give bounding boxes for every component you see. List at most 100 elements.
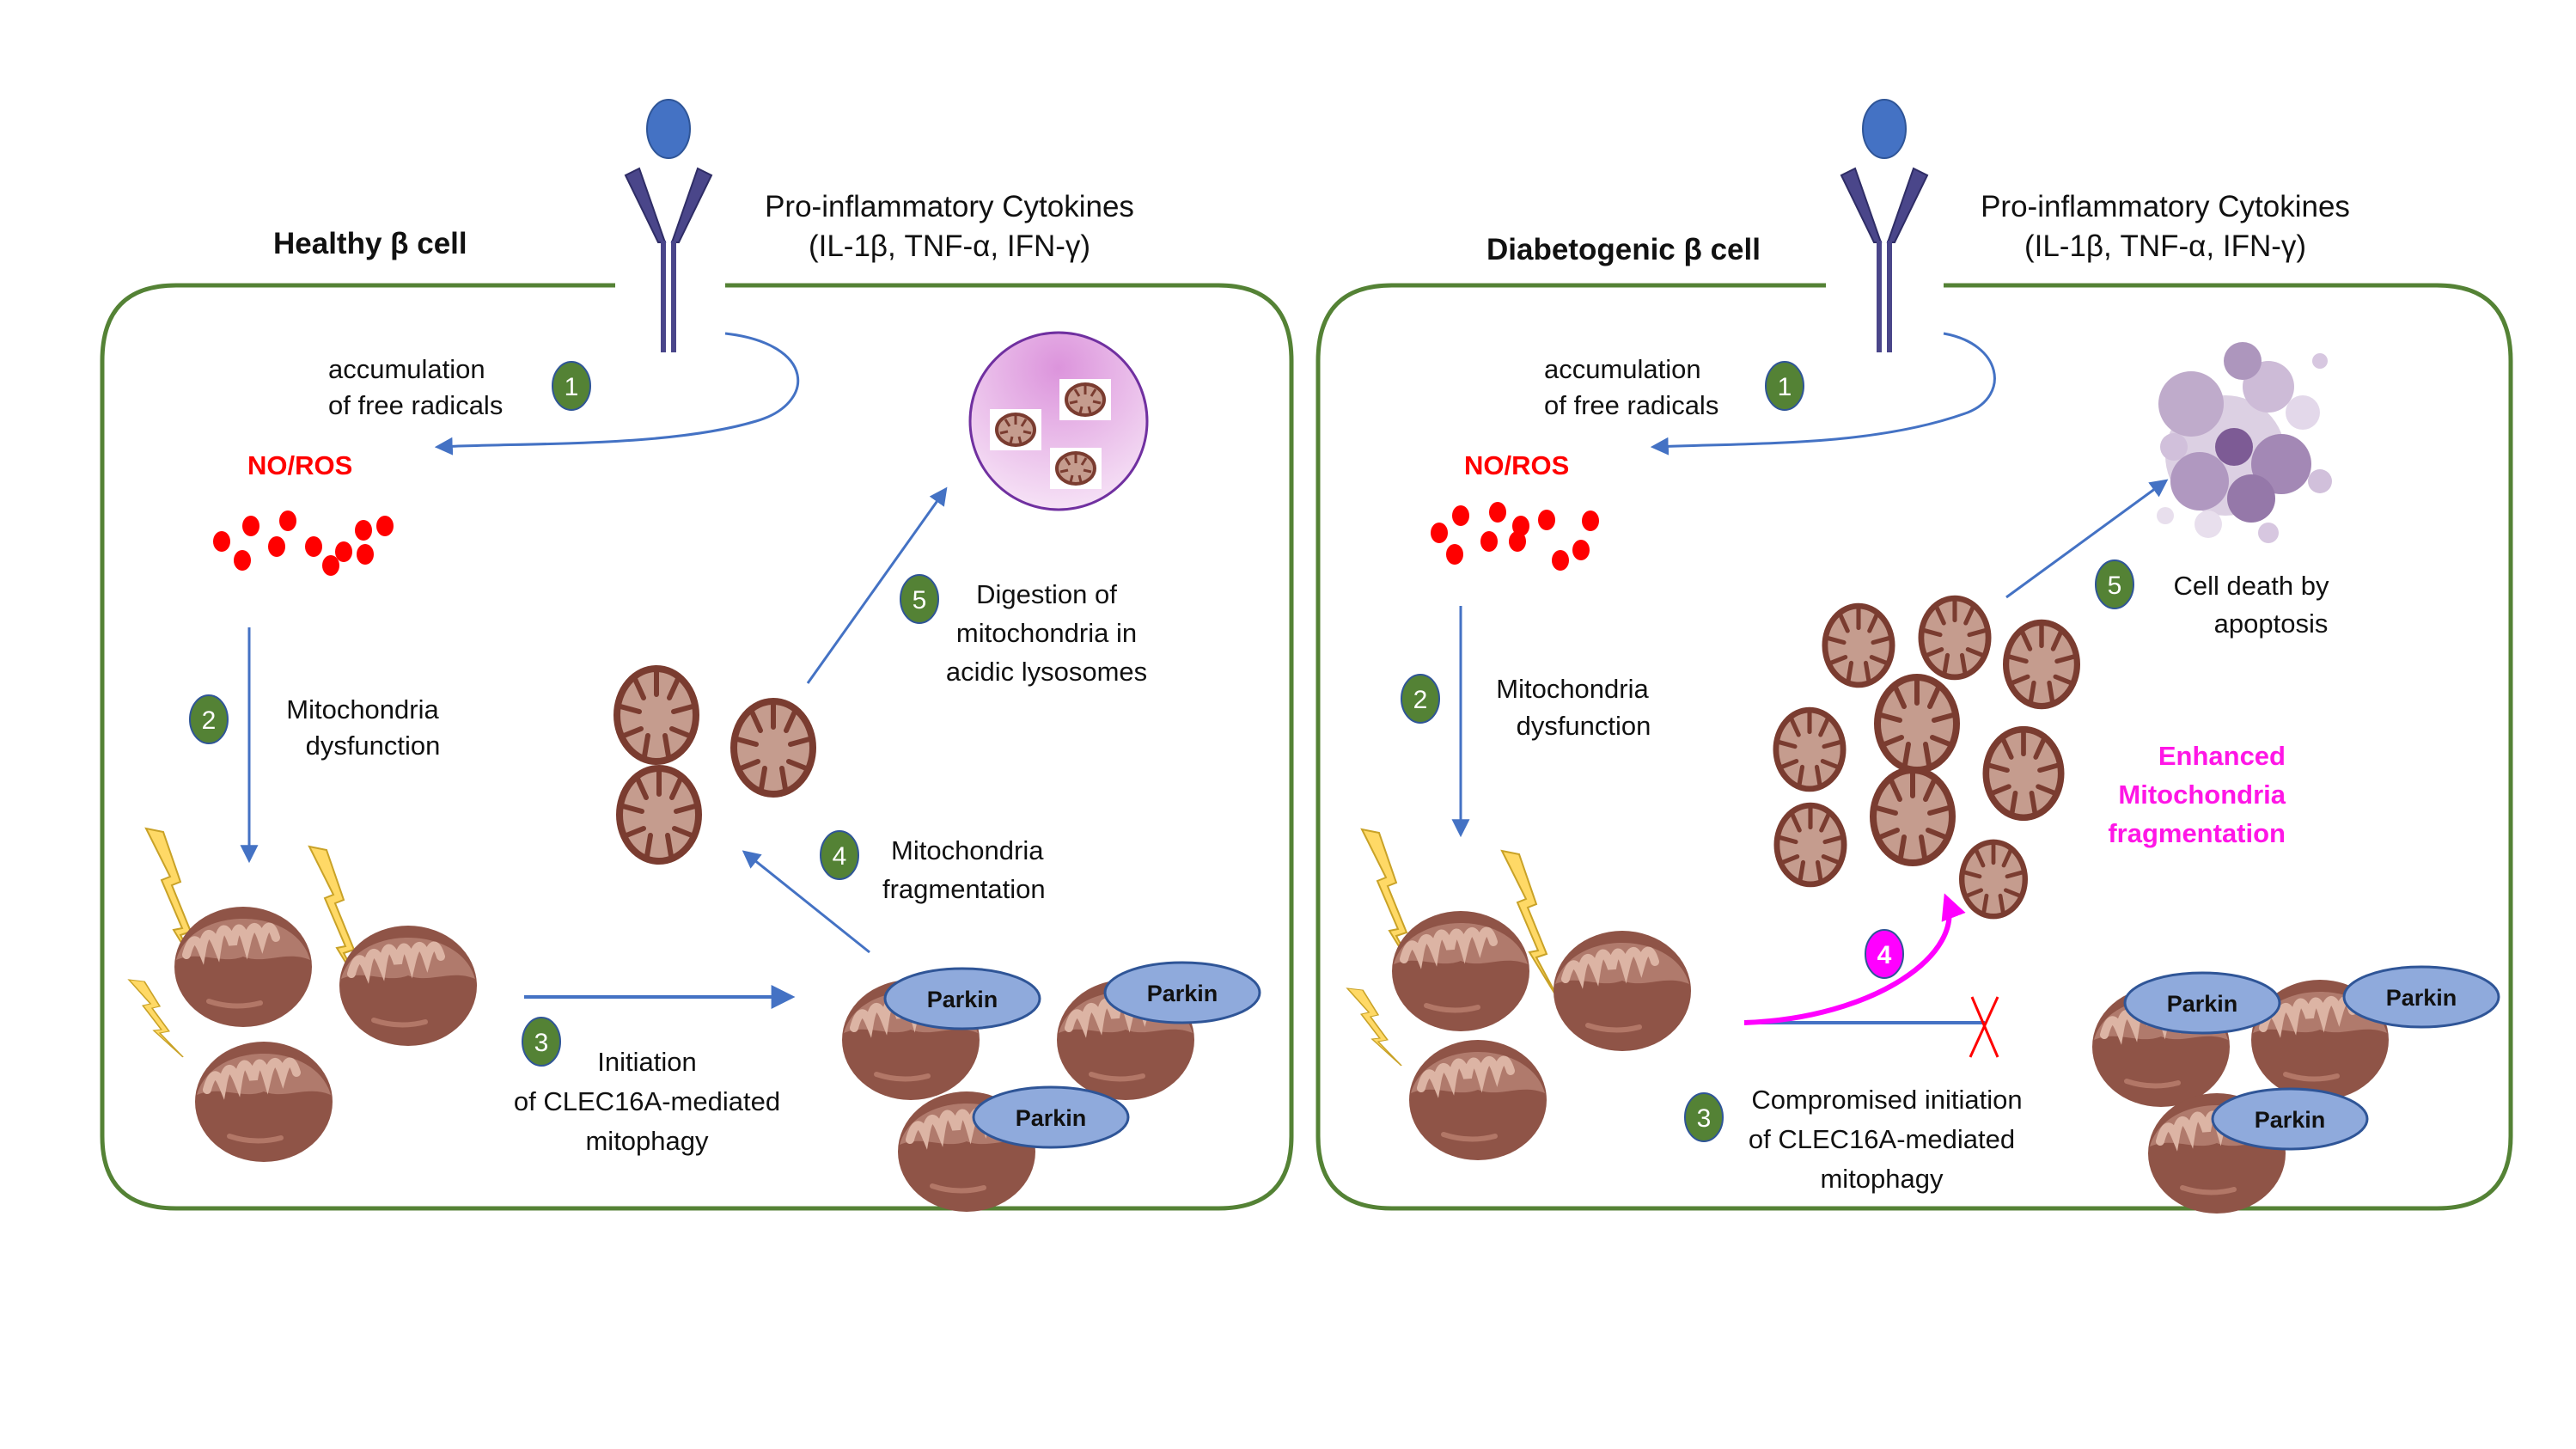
cytokines-list: (IL-1β, TNF-α, IFN-γ) [809, 229, 1090, 263]
arrow-step-5 [2005, 479, 2169, 599]
svg-text:Parkin: Parkin [2386, 985, 2457, 1011]
mitochondrion-damaged [195, 1042, 333, 1162]
step-5-badge: 5 [900, 574, 939, 624]
parkin-protein: Parkin [2342, 965, 2500, 1029]
svg-text:4: 4 [1877, 941, 1892, 969]
step-3-text-3: mitophagy [1820, 1164, 1944, 1194]
step-3-text-2: of CLEC16A-mediated [514, 1086, 780, 1116]
mitochondrion-damaged [1554, 931, 1691, 1051]
cell-membrane [100, 283, 1294, 1211]
parkin-protein: Parkin [2211, 1087, 2369, 1151]
svg-text:3: 3 [1697, 1104, 1712, 1133]
mitochondrion-fragment [1873, 770, 1952, 863]
step-2-badge: 2 [1401, 674, 1440, 724]
svg-text:5: 5 [2108, 572, 2122, 600]
svg-text:Parkin: Parkin [2255, 1107, 2326, 1133]
ros-label: NO/ROS [1464, 450, 1569, 480]
mitochondrion-fragment [1777, 805, 1844, 884]
step-2-badge: 2 [189, 694, 229, 744]
parkin-protein: Parkin [1103, 961, 1261, 1024]
svg-text:Parkin: Parkin [927, 987, 998, 1012]
cytokines-list: (IL-1β, TNF-α, IFN-γ) [2024, 229, 2306, 263]
apoptotic-cell-icon [2157, 342, 2332, 543]
step-3-text-1: Compromised initiation [1751, 1085, 2022, 1115]
step-1-text-2: of free radicals [328, 390, 503, 420]
step-4-badge: 4 [1865, 929, 1904, 979]
lysosome-icon [968, 331, 1149, 511]
step-2-text-2: dysfunction [1517, 711, 1651, 741]
svg-text:1: 1 [565, 373, 579, 401]
step-5-text-1: Digestion of [976, 579, 1117, 609]
mitochondrion-damaged [1409, 1040, 1547, 1160]
step-1-badge: 1 [1765, 361, 1804, 411]
mitochondrion-damaged [174, 907, 312, 1027]
arrow-step-4 [742, 850, 870, 954]
svg-text:Enhanced: Enhanced [2158, 741, 2286, 771]
mitochondrion-damaged [1392, 911, 1529, 1031]
step-1-text-1: accumulation [1544, 354, 1701, 384]
step-2-text-2: dysfunction [306, 731, 441, 761]
mitochondrion-fragment [620, 768, 699, 861]
mitochondrion-fragment [1962, 842, 2025, 916]
panel-healthy: Healthy β cell Pro-inflammatory Cytokine… [100, 99, 1294, 1212]
cytokines-label: Pro-inflammatory Cytokines [1981, 190, 2350, 223]
step-3-text-1: Initiation [597, 1047, 696, 1077]
mitochondrion-fragment [1776, 710, 1843, 789]
step-2-text-1: Mitochondria [1496, 674, 1649, 704]
antibody-icon [625, 99, 712, 353]
step-5-text-1: Cell death by [2174, 571, 2329, 601]
lightning-bolt-icon [1346, 987, 1402, 1067]
arrow-step-1 [434, 332, 800, 455]
step-1-badge: 1 [552, 361, 591, 411]
mitochondrion-fragment [1986, 730, 2060, 818]
svg-text:1: 1 [1778, 373, 1792, 401]
svg-text:Mitochondria: Mitochondria [2118, 780, 2286, 810]
step-1-text-1: accumulation [328, 354, 485, 384]
step-4-text-2: fragmentation [882, 874, 1046, 904]
step-5-text-3: acidic lysosomes [946, 657, 1147, 687]
mitochondrion-fragment [617, 669, 696, 761]
step-3-text-3: mitophagy [585, 1126, 709, 1156]
svg-text:4: 4 [833, 842, 847, 871]
ros-label: NO/ROS [247, 450, 352, 480]
svg-text:Parkin: Parkin [2167, 991, 2238, 1017]
mitochondrion-fragment [734, 701, 813, 794]
mitochondrion-fragment [2006, 622, 2078, 706]
arrow-step-4-enhanced [1743, 893, 1966, 1025]
panel-title: Healthy β cell [273, 227, 467, 260]
lightning-bolt-icon [128, 979, 184, 1058]
cytokines-label: Pro-inflammatory Cytokines [765, 190, 1134, 223]
free-radical-dots [1431, 502, 1599, 571]
step-3-badge: 3 [1684, 1092, 1724, 1142]
svg-text:2: 2 [1413, 686, 1428, 714]
step-2-text-1: Mitochondria [286, 694, 439, 724]
step-5-text-2: mitochondria in [956, 618, 1137, 648]
step-1-text-2: of free radicals [1544, 390, 1718, 420]
svg-text:3: 3 [534, 1029, 549, 1057]
cell-membrane [1315, 283, 2513, 1211]
parkin-protein: Parkin [883, 967, 1041, 1030]
free-radical-dots [213, 511, 394, 576]
parkin-protein: Parkin [2123, 971, 2281, 1035]
arrow-step-1 [1650, 332, 1996, 455]
blocked-cross-icon [1969, 996, 1999, 1058]
arrow-step-5 [806, 486, 948, 684]
enhanced-fragmentation-label: Enhanced Mitochondria fragmentation [2108, 741, 2286, 848]
step-3-text-2: of CLEC16A-mediated [1749, 1124, 2015, 1154]
step-3-badge: 3 [522, 1017, 561, 1067]
antibody-icon [1840, 99, 1928, 353]
step-5-text-2: apoptosis [2214, 608, 2329, 639]
svg-text:Parkin: Parkin [1147, 981, 1218, 1006]
panel-title: Diabetogenic β cell [1486, 233, 1761, 266]
step-4-text-1: Mitochondria [891, 835, 1044, 865]
mitochondrion-damaged [339, 926, 477, 1046]
svg-text:Parkin: Parkin [1016, 1105, 1087, 1131]
step-5-badge: 5 [2095, 559, 2134, 609]
step-4-badge: 4 [820, 830, 859, 880]
mitochondrion-fragment [1877, 677, 1956, 770]
svg-text:fragmentation: fragmentation [2108, 818, 2286, 848]
parkin-protein: Parkin [972, 1085, 1130, 1149]
svg-text:2: 2 [202, 706, 217, 735]
svg-text:5: 5 [913, 586, 927, 614]
